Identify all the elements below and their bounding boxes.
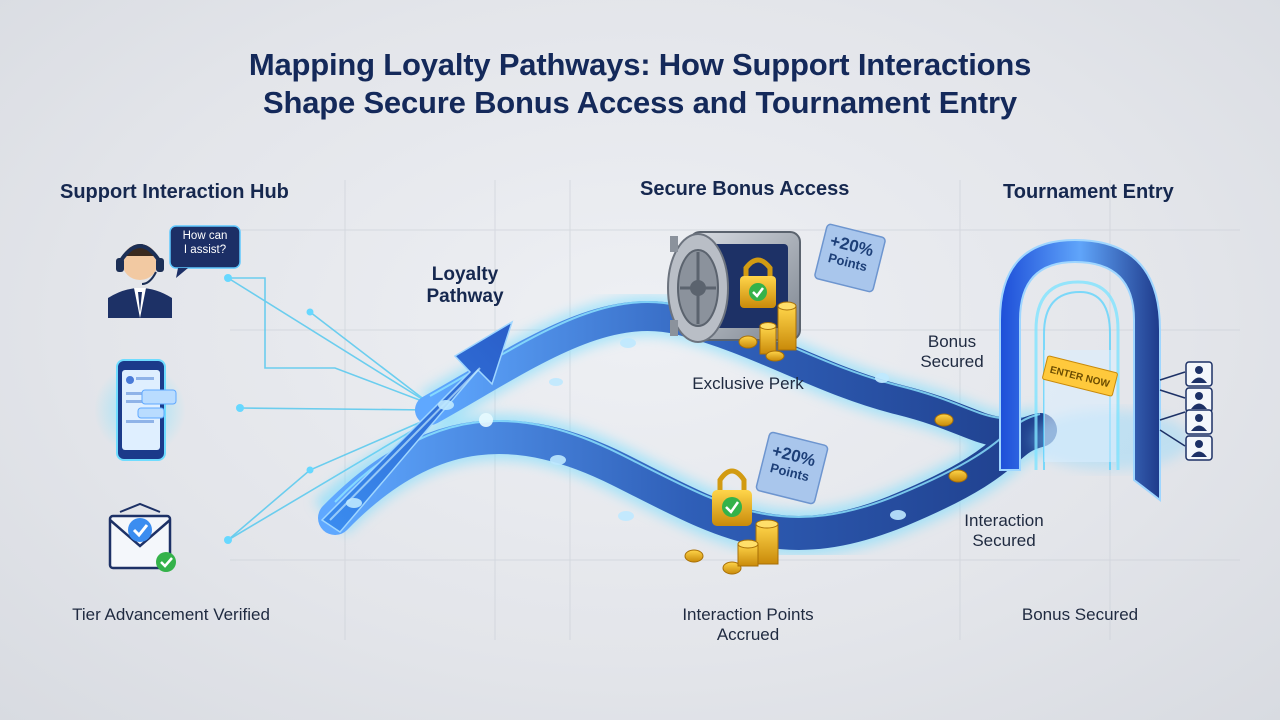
loyalty-arrow-icon (320, 320, 514, 533)
smartphone-icon (94, 359, 186, 461)
page-title: Mapping Loyalty Pathways: How Support In… (0, 46, 1280, 122)
coin-stack-icon-lower (737, 519, 779, 567)
bonus-secured-label: Bonus Secured (902, 332, 1002, 372)
title-line-2: Shape Secure Bonus Access and Tournament… (263, 85, 1017, 120)
path-chevrons (346, 338, 906, 521)
loyalty-pathway-line-2: Pathway (426, 286, 504, 307)
tier-advancement-label: Tier Advancement Verified (72, 605, 270, 624)
speech-bubble-line-1: How can (182, 230, 228, 242)
connector-nodes (224, 274, 314, 544)
path-coins (684, 413, 968, 575)
speech-bubble-line-2: I assist? (183, 244, 227, 256)
bonus-secured-bottom-label: Bonus Secured (1021, 605, 1139, 624)
interaction-points-label: Interaction Points Accrued (658, 605, 838, 645)
speech-bubble: How can I assist? (170, 229, 240, 257)
tournament-heading: Tournament Entry (1003, 181, 1174, 203)
headset-agent-icon (108, 244, 172, 318)
points-badge-icon-lower (755, 431, 829, 505)
bonus-secured-line-2: Secured (920, 352, 984, 371)
user-list-icon (1159, 361, 1213, 461)
secure-bonus-heading: Secure Bonus Access (640, 178, 850, 200)
interaction-secured-line-2: Secured (972, 531, 1036, 550)
padlock-icon (740, 257, 776, 308)
coin-stack-icon (738, 301, 797, 362)
interaction-secured-label: Interaction Secured (944, 511, 1064, 551)
chat-bubble-icon (169, 225, 241, 278)
interaction-points-line-1: Interaction Points (682, 605, 814, 624)
loyalty-pathway-line-1: Loyalty (431, 264, 499, 285)
loyalty-pathway-label: Loyalty Pathway (405, 264, 525, 308)
padlock-icon-lower (712, 468, 752, 526)
support-hub-heading: Support Interaction Hub (60, 181, 289, 203)
interaction-secured-line-1: Interaction (964, 511, 1044, 530)
interaction-points-line-2: Accrued (716, 625, 780, 644)
portal-arch-icon: ENTER NOW (999, 238, 1190, 503)
envelope-check-icon (108, 502, 176, 572)
exclusive-perk-label: Exclusive Perk (692, 374, 804, 393)
bonus-secured-line-1: Bonus (927, 332, 977, 351)
points-badge-icon (814, 223, 886, 293)
title-line-1: Mapping Loyalty Pathways: How Support In… (248, 47, 1032, 82)
